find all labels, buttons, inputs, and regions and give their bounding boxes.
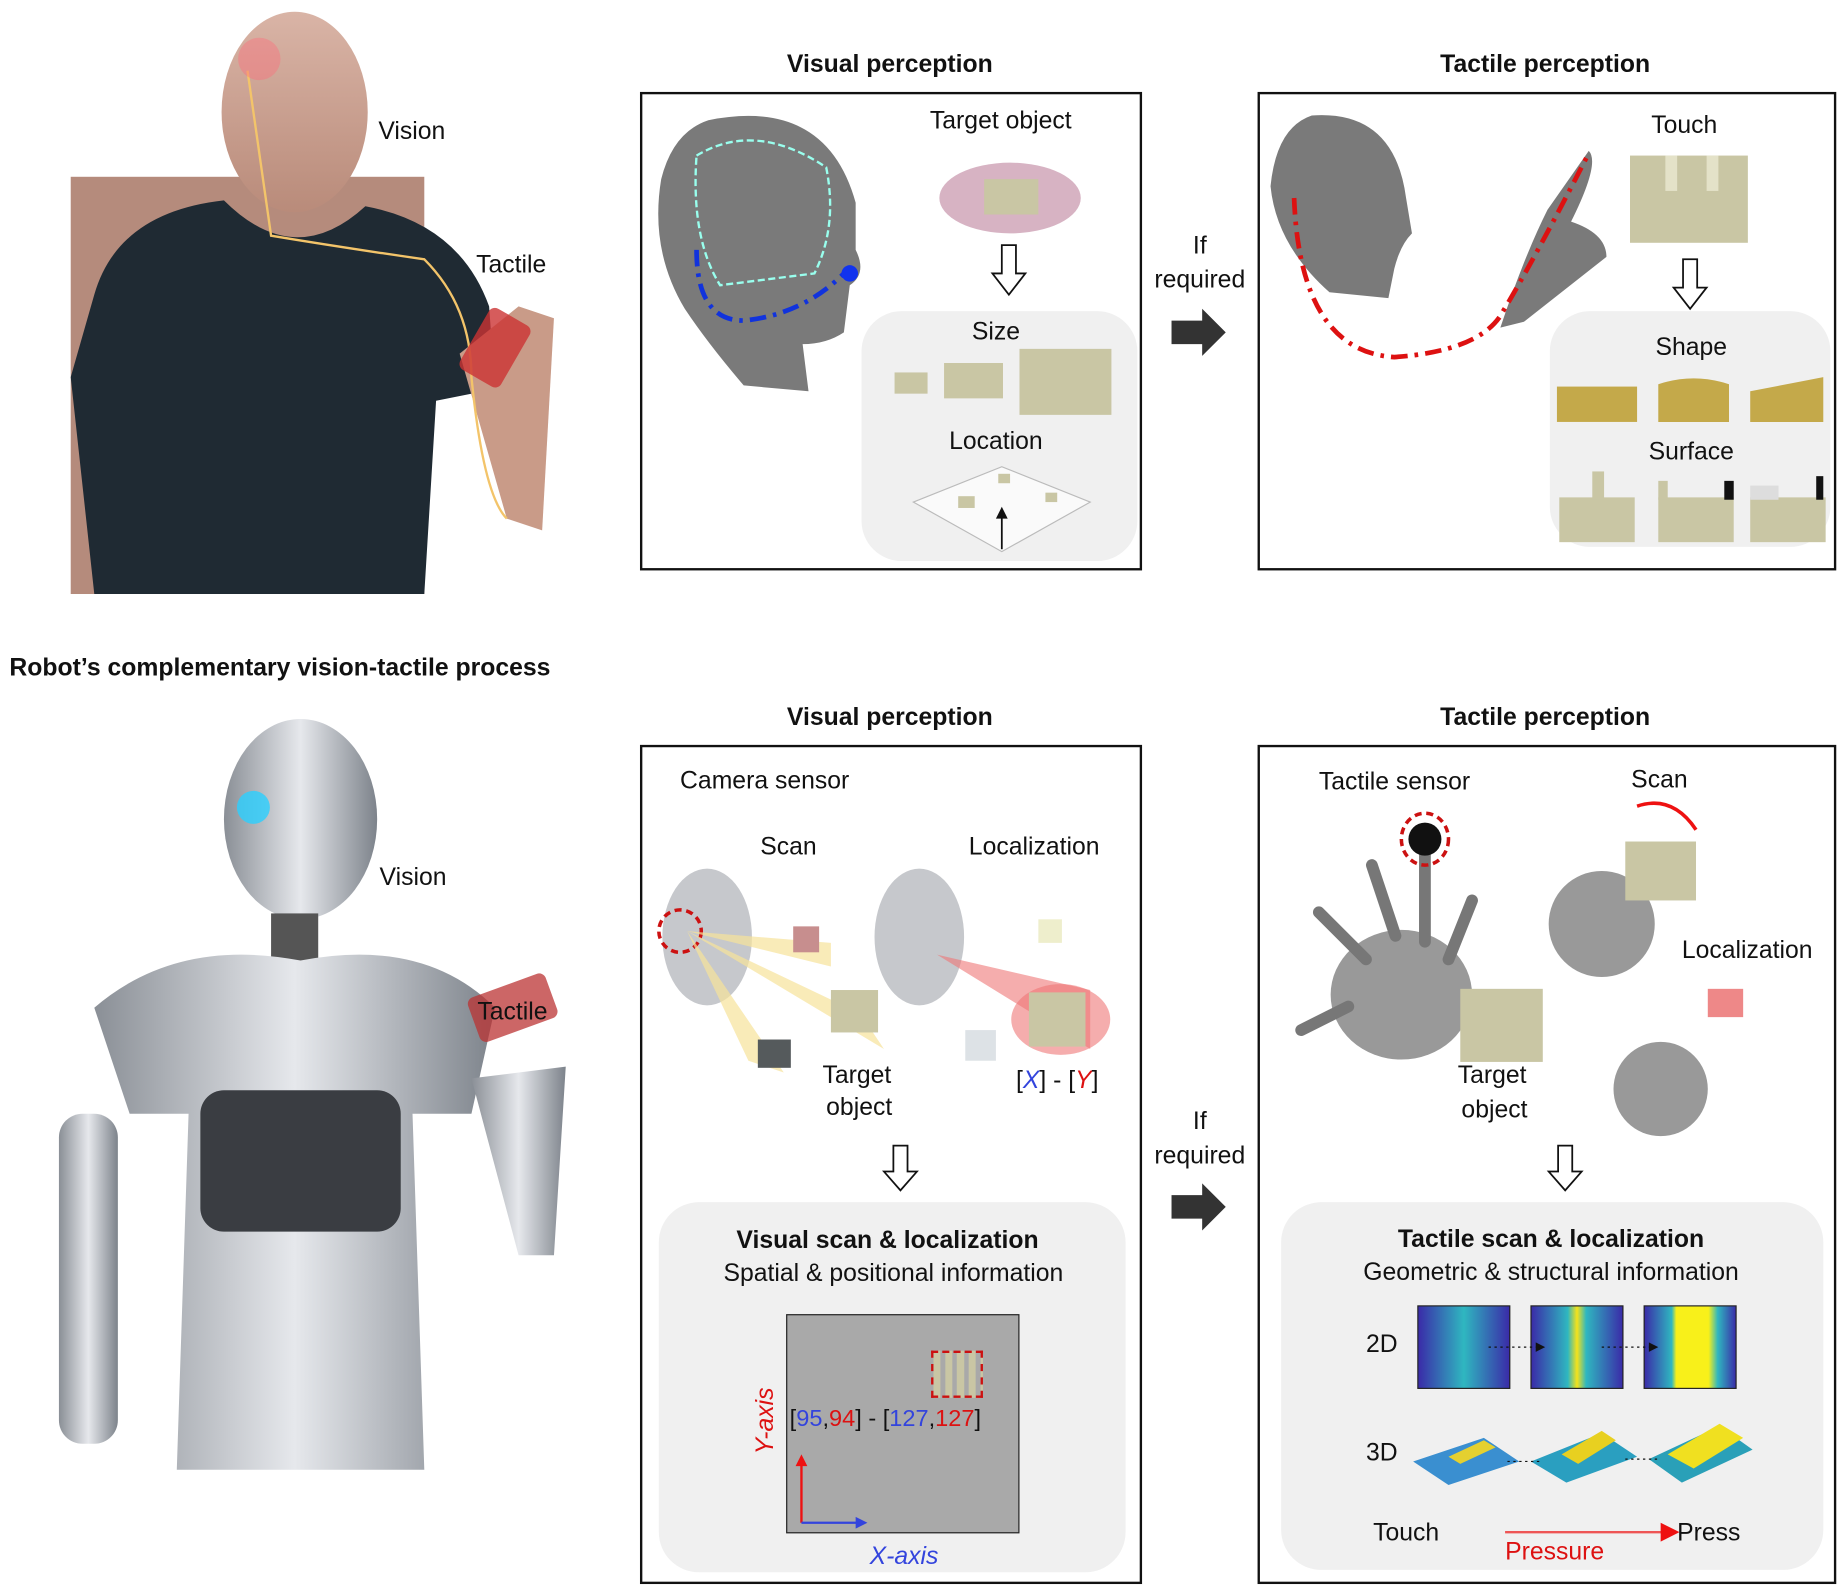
right-arrow-icon [1171, 1183, 1226, 1231]
visual-panel-subtitle: Spatial & positional information [723, 1259, 1064, 1288]
bottom-tactile-title: Tactile perception [1440, 703, 1651, 731]
coord-y: Y [1075, 1066, 1092, 1094]
camera-scan-illustration [657, 868, 1111, 1073]
camera-frame: [95,94] - [127,127] [786, 1314, 1020, 1534]
pressure-arrow-icon [1505, 1522, 1680, 1542]
target-object-icon [939, 162, 1081, 234]
target-line2: object [826, 1093, 893, 1121]
robot-hand-illustration [1295, 801, 1744, 1137]
touch-label: Touch [1651, 111, 1718, 140]
tactile-panel-subtitle: Geometric & structural information [1363, 1258, 1739, 1286]
target-line1: Target [822, 1061, 892, 1090]
location-grid-icon [912, 466, 1092, 553]
y1: 94 [828, 1406, 856, 1432]
y2: 127 [935, 1406, 975, 1432]
coord-x: X [1022, 1066, 1040, 1094]
x1: 95 [796, 1406, 823, 1432]
if-required-line1: If [1192, 232, 1207, 260]
down-arrow-icon [1671, 258, 1709, 311]
shape-label: Shape [1655, 333, 1728, 361]
tactile-target-line1: Target [1457, 1061, 1527, 1090]
tactile-target-line2: object [1461, 1096, 1528, 1124]
localization-label: Localization [968, 833, 1100, 861]
if-required-line1-bottom: If [1192, 1107, 1207, 1135]
y-axis-label: Y-axis [751, 1387, 780, 1455]
human-illustration [70, 11, 554, 595]
right-arrow-icon [1171, 308, 1226, 356]
bottom-visual-box: Camera sensor Scan Localization Target o… [639, 744, 1143, 1585]
surface-label: Surface [1648, 438, 1734, 466]
shape-profiles-icon [1556, 377, 1824, 422]
brain-head-icon [658, 115, 861, 392]
down-arrow-icon [882, 1144, 919, 1192]
robot-tactile-label: Tactile [477, 998, 548, 1026]
bbox-coordinates: [95,94] - [127,127] [789, 1406, 982, 1432]
robot-section-heading: Robot’s complementary vision-tactile pro… [9, 654, 551, 682]
if-required-line2-bottom: required [1154, 1142, 1246, 1170]
top-visual-title: Visual perception [786, 50, 993, 78]
target-object-label: Target object [929, 107, 1072, 135]
bottom-tactile-box: Tactile sensor Scan Localization Target … [1257, 744, 1837, 1585]
surface-profiles-icon [1559, 471, 1826, 543]
camera-sensor-label: Camera sensor [680, 767, 850, 795]
visual-panel-title: Visual scan & localization [736, 1226, 1039, 1255]
size-blocks-icon [894, 348, 1112, 415]
tactile-2d-maps [1417, 1305, 1737, 1389]
detected-object-box [931, 1350, 983, 1398]
x2: 127 [889, 1406, 929, 1432]
axis-arrows-icon [795, 1454, 868, 1529]
label-3d: 3D [1365, 1439, 1398, 1467]
top-tactile-box: Touch Shape Surface [1257, 91, 1837, 571]
label-2d: 2D [1365, 1330, 1398, 1358]
brain-hand-icon [1270, 115, 1607, 360]
scan-label: Scan [760, 833, 817, 861]
human-vision-label: Vision [378, 117, 446, 145]
size-label: Size [971, 318, 1020, 346]
touch-label-bottom: Touch [1373, 1519, 1440, 1547]
down-arrow-icon [1546, 1144, 1584, 1192]
down-arrow-icon [990, 244, 1028, 297]
x-axis-label: X-axis [869, 1542, 939, 1570]
tactile-scan-label: Scan [1631, 766, 1688, 794]
tactile-sensor-label: Tactile sensor [1318, 768, 1471, 796]
coord-label: [X] - [Y] [1015, 1066, 1099, 1094]
tactile-localization-label: Localization [1681, 936, 1813, 965]
if-required-line2: required [1154, 266, 1246, 294]
tactile-panel-title: Tactile scan & localization [1397, 1225, 1705, 1253]
location-label: Location [949, 427, 1043, 455]
human-tactile-label: Tactile [476, 251, 547, 279]
touch-block-icon [1630, 155, 1748, 243]
top-visual-box: Target object Size Location [639, 91, 1143, 571]
robot-vision-label: Vision [379, 863, 447, 892]
bottom-visual-title: Visual perception [786, 703, 993, 731]
pressure-label: Pressure [1505, 1538, 1605, 1566]
tactile-3d-maps [1413, 1423, 1753, 1486]
top-tactile-title: Tactile perception [1440, 50, 1651, 78]
press-label: Press [1677, 1519, 1741, 1547]
robot-illustration [58, 718, 566, 1470]
